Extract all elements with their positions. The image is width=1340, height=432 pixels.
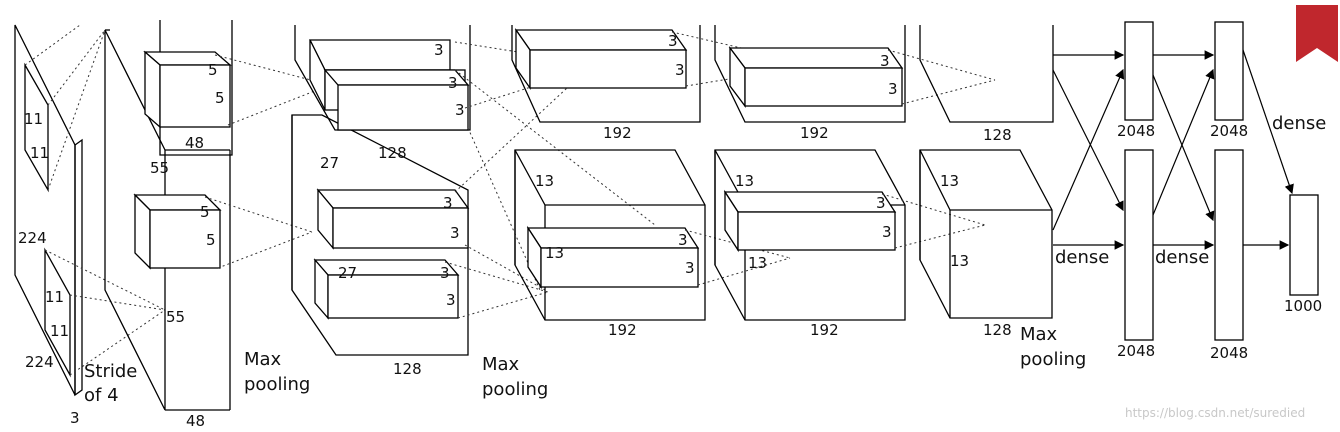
conv2-layer: [291, 25, 656, 356]
fc1-top-label: 2048: [1117, 122, 1155, 140]
conv2-kernel-4: 3: [443, 194, 453, 212]
conv2-kernel-2: 3: [448, 74, 458, 92]
output-size-label: 1000: [1284, 297, 1322, 315]
conv5-depth-bottom-label: 128: [983, 321, 1012, 339]
conv4-layer: [714, 25, 996, 321]
conv5-size-b: 13: [950, 252, 969, 270]
conv2-depth-bottom-label: 128: [393, 360, 422, 378]
input-size-bottom-label: 224: [25, 353, 54, 371]
conv1-kernel-bot-a: 5: [200, 203, 210, 221]
conv2-kernel-1: 3: [434, 41, 444, 59]
conv3-kernel-3: 3: [678, 231, 688, 249]
conv5-size-a: 13: [940, 172, 959, 190]
conv4-kernel-1: 3: [880, 52, 890, 70]
fc2-bottom-label: 2048: [1210, 344, 1248, 362]
conv4-kernel-4: 3: [882, 223, 892, 241]
input-layer: [14, 24, 166, 397]
conv1-kernel-top-a: 5: [208, 61, 218, 79]
dense-label-c: dense: [1272, 113, 1326, 134]
conv3-depth-bottom-label: 192: [608, 321, 637, 339]
conv3-size-a: 13: [535, 172, 554, 190]
bookmark-icon[interactable]: [1296, 5, 1338, 62]
conv1-layer: [104, 20, 331, 411]
output-layer: [1289, 194, 1319, 296]
conv2-kernel-3: 3: [455, 101, 465, 119]
fc2-top-label: 2048: [1210, 122, 1248, 140]
fc2-top: [1214, 21, 1244, 121]
conv1-size-bottom-label: 55: [166, 308, 185, 326]
conv2-kernel-5: 3: [450, 224, 460, 242]
stride-label-line1: Stride: [84, 361, 137, 382]
conv4-depth-bottom-label: 192: [810, 321, 839, 339]
conv5-pool-line2: pooling: [1020, 349, 1086, 370]
conv1-kernel-bot-b: 5: [206, 231, 216, 249]
conv1-pool-line1: Max: [244, 349, 282, 370]
stride-label-line2: of 4: [84, 385, 119, 406]
conv3-kernel-2: 3: [675, 61, 685, 79]
dense-label-a: dense: [1055, 247, 1109, 268]
conv1-depth-top-label: 48: [185, 134, 204, 152]
conv2-pool-line1: Max: [482, 354, 520, 375]
fc1-top: [1124, 21, 1154, 121]
input-kernel-label-a: 11: [24, 110, 43, 128]
conv3-size-b: 13: [545, 244, 564, 262]
conv3-layer: [511, 25, 816, 321]
conv5-pool-line1: Max: [1020, 324, 1058, 345]
input-kernel-label-d: 11: [50, 322, 69, 340]
watermark-text: https://blog.csdn.net/suredied: [1125, 406, 1305, 420]
fc2-bottom: [1214, 149, 1244, 341]
conv2-size-inner-label: 27: [338, 264, 357, 282]
conv1-depth-bottom-label: 48: [186, 412, 205, 430]
fc1-bottom-label: 2048: [1117, 342, 1155, 360]
dense-label-b: dense: [1155, 247, 1209, 268]
conv2-kernel-7: 3: [446, 291, 456, 309]
fc1-bottom: [1124, 149, 1154, 341]
conv1-pool-line2: pooling: [244, 374, 310, 395]
labels: 224 224 3 11 11 11 11 Stride of 4 55 55 …: [18, 32, 1326, 430]
conv1-kernel-top-b: 5: [215, 89, 225, 107]
conv4-size-a: 13: [735, 172, 754, 190]
conv3-kernel-4: 3: [685, 259, 695, 277]
conv5-layer: [919, 25, 1054, 319]
conv3-depth-top-label: 192: [603, 124, 632, 142]
conv2-pool-line2: pooling: [482, 379, 548, 400]
input-size-side-label: 224: [18, 229, 47, 247]
conv1-size-top-label: 55: [150, 159, 169, 177]
conv4-kernel-3: 3: [876, 194, 886, 212]
conv2-size-label: 27: [320, 154, 339, 172]
input-channels-label: 3: [70, 409, 80, 427]
input-kernel-label-b: 11: [30, 144, 49, 162]
conv4-depth-top-label: 192: [800, 124, 829, 142]
conv3-kernel-1: 3: [668, 32, 678, 50]
conv4-kernel-2: 3: [888, 80, 898, 98]
dense-layers: [1052, 21, 1319, 341]
conv2-kernel-6: 3: [440, 264, 450, 282]
conv2-depth-top-label: 128: [378, 144, 407, 162]
conv4-size-b: 13: [748, 254, 767, 272]
input-kernel-label-c: 11: [45, 288, 64, 306]
conv5-depth-top-label: 128: [983, 126, 1012, 144]
